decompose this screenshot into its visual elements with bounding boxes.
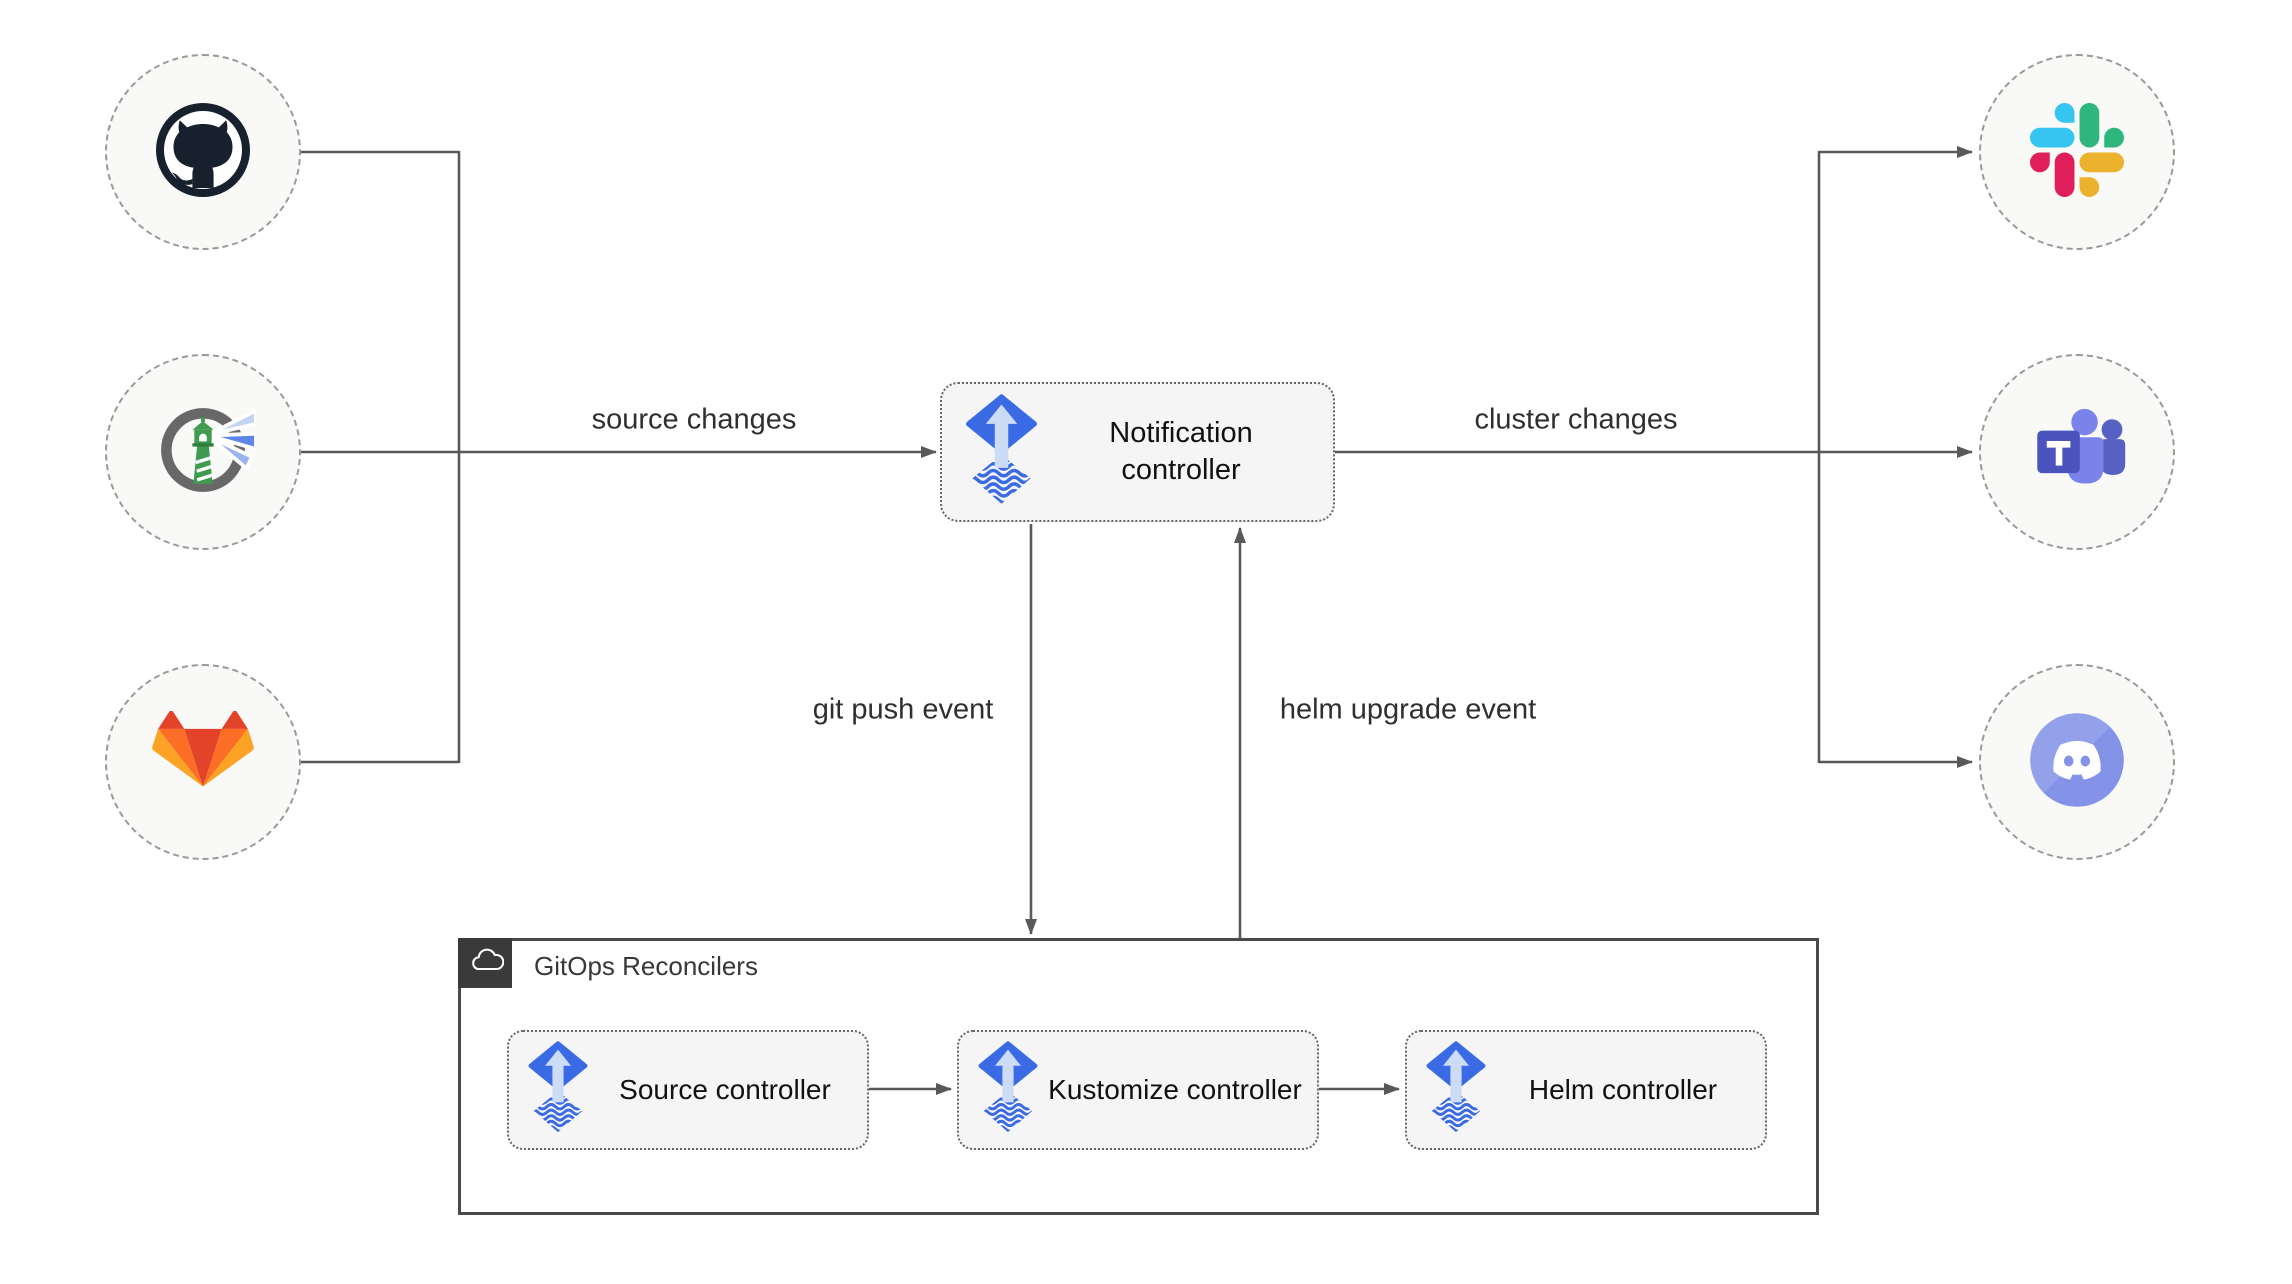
- edge-label-helm-upgrade-event: helm upgrade event: [1279, 693, 1537, 726]
- discord-node: [1979, 664, 2175, 860]
- edge-label-cluster-changes: cluster changes: [1474, 403, 1678, 436]
- flux-icon: [1425, 1041, 1487, 1139]
- notification-controller-label: Notification controller: [1109, 416, 1253, 486]
- edge-label-git-push-event: git push event: [812, 693, 994, 726]
- kustomize-controller-label: Kustomize controller: [1048, 1074, 1302, 1106]
- kustomize-controller-node: Kustomize controller: [957, 1030, 1319, 1150]
- discord-icon: [2025, 708, 2129, 817]
- github-node: [105, 54, 301, 250]
- helm-controller-node: Helm controller: [1405, 1030, 1767, 1150]
- slack-node: [1979, 54, 2175, 250]
- harbor-node: [105, 354, 301, 550]
- microsoft-teams-icon: [2025, 402, 2129, 502]
- flux-icon: [977, 1041, 1039, 1139]
- flux-icon: [527, 1041, 589, 1139]
- gitops-reconcilers-label: GitOps Reconcilers: [534, 951, 758, 981]
- flux-icon: [964, 394, 1039, 511]
- gitlab-icon: [152, 710, 254, 813]
- github-icon: [153, 100, 253, 205]
- source-controller-node: Source controller: [507, 1030, 869, 1150]
- microsoft-teams-node: [1979, 354, 2175, 550]
- helm-controller-label: Helm controller: [1528, 1074, 1718, 1106]
- notification-controller-node: Notification controller: [940, 382, 1335, 522]
- cloud-icon: [466, 945, 505, 982]
- source-controller-label: Source controller: [619, 1074, 831, 1106]
- gitops-reconcilers-container: [458, 938, 1819, 1215]
- slack-icon: [2030, 102, 2124, 202]
- edge-label-source-changes: source changes: [591, 403, 797, 436]
- harbor-icon: [150, 397, 258, 508]
- gitlab-node: [105, 664, 301, 860]
- gitops-reconcilers-tab: [458, 938, 512, 988]
